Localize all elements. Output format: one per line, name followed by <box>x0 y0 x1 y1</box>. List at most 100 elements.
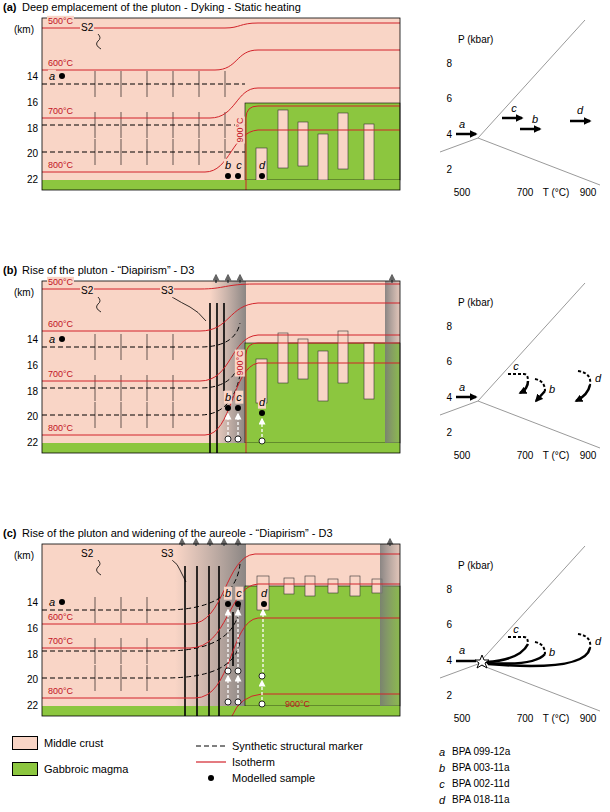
figure-stroke <box>278 110 288 168</box>
figure-stroke <box>97 297 101 312</box>
pressure-tick: 6 <box>446 93 452 105</box>
figure-stroke <box>225 173 231 179</box>
figure-stroke <box>440 664 478 678</box>
figure-stroke <box>235 173 241 179</box>
depth-tick: 22 <box>27 700 38 712</box>
depth-tick: 16 <box>27 623 38 635</box>
figure-stroke <box>59 336 65 342</box>
figure-stroke <box>121 71 122 97</box>
figure-stroke <box>216 275 392 283</box>
figure-stroke <box>245 103 400 180</box>
figure-stroke <box>225 601 231 607</box>
path-letter: a <box>459 644 465 657</box>
figure-stroke <box>42 564 240 678</box>
legend-text: Isotherm <box>232 756 275 769</box>
isotherm-label: 700°C <box>47 369 74 379</box>
figure-stroke <box>235 699 241 705</box>
figure-stroke <box>440 138 478 152</box>
temperature-tick: 500 <box>454 713 471 725</box>
figure-stroke <box>508 637 528 644</box>
sample-code: BPA 099-12a <box>452 746 510 758</box>
figure-stroke <box>284 578 294 594</box>
figure-stroke <box>535 379 545 391</box>
foliation-label: S2 <box>80 285 94 297</box>
figure-stroke <box>478 546 585 664</box>
path-letter: d <box>595 372 601 385</box>
figure-stroke <box>42 554 400 624</box>
figure-stroke <box>237 610 238 667</box>
figure-stroke <box>487 654 545 664</box>
figure-stroke <box>42 23 400 190</box>
figure-stroke <box>456 660 476 663</box>
figure-stroke <box>278 333 288 383</box>
figure-stroke <box>121 665 122 691</box>
sample-letter: d <box>260 587 268 600</box>
figure-stroke <box>338 331 348 383</box>
depth-tick: 20 <box>27 674 38 686</box>
panel-letter: (c) <box>3 527 16 540</box>
figure-stroke <box>181 539 183 546</box>
figure-stroke <box>227 676 228 698</box>
figure-stroke <box>225 436 265 444</box>
axis-unit: (km) <box>14 24 34 36</box>
depth-tick: 18 <box>27 386 38 398</box>
figure-stroke <box>42 23 400 28</box>
panel-title: Rise of the pluton and widening of the a… <box>22 527 333 540</box>
sample-letter: b <box>224 587 232 600</box>
figure-stroke <box>121 638 122 664</box>
figure-stroke <box>235 601 241 607</box>
figure-stroke <box>508 374 528 381</box>
figure-stroke <box>440 20 600 185</box>
figure-stroke <box>42 618 400 698</box>
legend-swatch <box>12 736 38 750</box>
figure-stroke <box>42 84 245 85</box>
figure-stroke <box>97 34 101 49</box>
isotherm-label: 600°C <box>47 58 74 68</box>
figure-stroke <box>502 117 522 120</box>
temperature-tick: 900 <box>580 713 597 725</box>
figure-stroke <box>42 544 400 716</box>
figure-stroke <box>208 775 214 781</box>
sample-letter: c <box>235 587 243 600</box>
figure-stroke <box>228 610 263 700</box>
figure-stroke <box>196 566 198 716</box>
figure-stroke <box>225 699 231 705</box>
figure-stroke <box>239 275 241 283</box>
foliation-label: S2 <box>80 548 94 560</box>
legend-text: Gabbroic magma <box>44 763 128 776</box>
figure-stroke <box>42 323 240 415</box>
pressure-tick: 8 <box>446 58 452 70</box>
temperature-tick: 900 <box>580 450 597 462</box>
depth-tick: 22 <box>27 437 38 449</box>
figure-stroke <box>42 544 400 716</box>
figure-stroke <box>440 283 600 448</box>
temperature-tick: 700 <box>517 187 534 199</box>
figure-stroke <box>235 668 241 674</box>
figure-stroke <box>42 18 400 190</box>
axis-title: P (kbar) <box>458 297 493 309</box>
isotherm-label: 500°C <box>47 277 74 287</box>
figure-stroke <box>456 396 476 399</box>
figure-stroke <box>364 124 374 180</box>
figure-stroke <box>175 544 246 716</box>
depth-tick: 18 <box>27 649 38 661</box>
axis-title: T (°C) <box>543 187 570 199</box>
isotherm-label: 900°C <box>285 699 310 709</box>
figure-stroke <box>42 152 245 153</box>
figure-stroke <box>59 599 65 605</box>
axis-unit: (km) <box>14 287 34 299</box>
figure-stroke <box>227 610 228 667</box>
figure-stroke <box>195 539 197 546</box>
figure-stroke <box>42 706 400 716</box>
panel-a-section <box>42 18 600 190</box>
figure-stroke <box>338 113 348 169</box>
figure-stroke <box>520 381 528 393</box>
figure-stroke <box>235 436 241 442</box>
isotherm-label: 800°C <box>47 686 74 696</box>
isotherm-label: 700°C <box>47 636 74 646</box>
sample-code: BPA 018-11a <box>452 794 509 806</box>
figure-stroke <box>42 363 400 435</box>
path-letter: b <box>549 383 555 396</box>
figure-stroke <box>42 303 400 331</box>
